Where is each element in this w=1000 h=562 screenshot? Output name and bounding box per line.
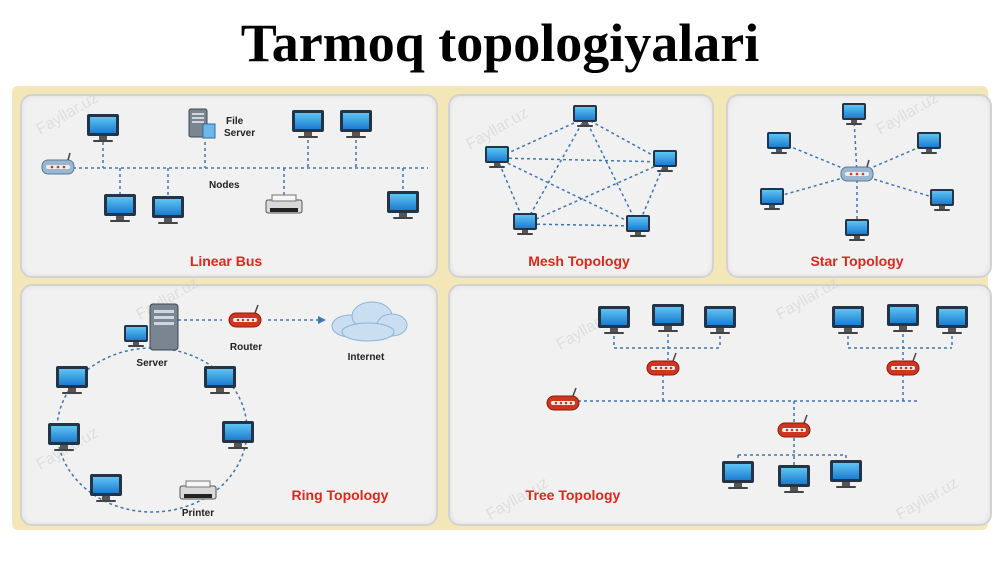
computer-icon	[485, 146, 509, 168]
router-icon	[777, 414, 811, 438]
mesh-link	[496, 117, 586, 159]
computer-icon	[767, 132, 791, 154]
mesh-link	[524, 161, 666, 225]
server-label: Server	[136, 358, 167, 369]
computer-icon	[152, 196, 184, 224]
computer-icon	[87, 114, 119, 142]
computer-icon	[90, 474, 122, 502]
file-icon	[202, 123, 216, 139]
page-title: Tarmoq topologiyalari	[240, 13, 760, 73]
file-server-label: Server	[224, 128, 255, 139]
computer-icon	[56, 366, 88, 394]
star-hub-icon	[840, 159, 874, 182]
linear-bus-label: Linear Bus	[190, 253, 263, 269]
computer-icon	[104, 194, 136, 222]
mesh-diagram	[496, 117, 666, 227]
tree-diagram	[566, 328, 953, 470]
computer-icon	[704, 306, 736, 334]
linear-bus-diagram	[55, 140, 428, 196]
mesh-link	[524, 117, 586, 225]
cloud-icon	[331, 301, 408, 342]
computer-icon	[722, 461, 754, 489]
router-icon	[646, 352, 680, 376]
file-server-label: File	[226, 116, 244, 127]
mesh-link	[496, 157, 639, 227]
computer-icon	[842, 103, 866, 125]
mesh-link	[524, 223, 639, 227]
computer-icon	[204, 366, 236, 394]
printer-label: Printer	[182, 508, 214, 519]
bus-hub-icon	[41, 152, 75, 175]
computer-icon	[222, 421, 254, 449]
computer-icon	[887, 304, 919, 332]
computer-icon	[653, 150, 677, 172]
computer-icon	[845, 219, 869, 241]
computer-icon	[917, 132, 941, 154]
computer-icon	[652, 304, 684, 332]
star-link	[853, 117, 858, 175]
arrow-icon	[318, 316, 326, 324]
watermark: Fayllar.uz	[894, 475, 962, 524]
router-icon	[228, 304, 262, 328]
server-icon	[124, 303, 179, 351]
watermark: Fayllar.uz	[774, 275, 842, 324]
mesh-topology-label: Mesh Topology	[528, 253, 630, 269]
computer-icon	[778, 465, 810, 493]
mesh-link	[496, 157, 666, 163]
ring-topology-label: Ring Topology	[292, 487, 389, 503]
internet-label: Internet	[348, 352, 385, 363]
printer-icon	[265, 194, 303, 214]
computer-icon	[573, 105, 597, 127]
router-icon	[886, 352, 920, 376]
computer-icon	[513, 213, 537, 235]
star-topology-label: Star Topology	[810, 253, 903, 269]
router-icon	[546, 387, 580, 411]
printer-icon	[179, 480, 217, 500]
mesh-link	[584, 117, 639, 227]
computer-icon	[626, 215, 650, 237]
computer-icon	[830, 460, 862, 488]
router-label: Router	[230, 342, 262, 353]
computer-icon	[292, 110, 324, 138]
tree-topology-label: Tree Topology	[526, 487, 621, 503]
nodes-label: Nodes	[209, 180, 240, 191]
computer-icon	[340, 110, 372, 138]
watermark: Fayllar.uz	[874, 90, 942, 139]
computer-icon	[832, 306, 864, 334]
computer-icon	[760, 188, 784, 210]
computer-icon	[387, 191, 419, 219]
computer-icon	[936, 306, 968, 334]
computer-icon	[930, 189, 954, 211]
